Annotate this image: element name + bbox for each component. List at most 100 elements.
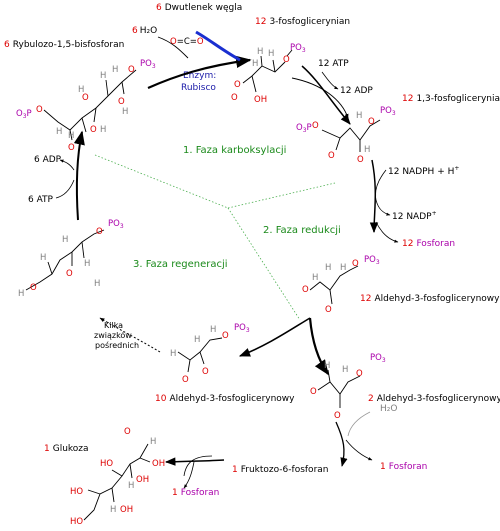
adp-out-curve xyxy=(59,159,75,171)
to-f6p-arrow xyxy=(335,421,348,467)
pga-phosphate: PO3 xyxy=(290,43,306,54)
nadp-out-curve xyxy=(375,199,391,216)
enzyme-label-1: Enzym: xyxy=(183,71,216,81)
co2-in-arrow xyxy=(195,30,241,62)
svg-text:O: O xyxy=(202,367,209,377)
pga-name: 3-fosfoglicerynian xyxy=(269,17,350,27)
svg-text:H: H xyxy=(210,325,216,335)
svg-text:PO3: PO3 xyxy=(380,106,396,117)
svg-text:OH: OH xyxy=(136,475,149,485)
rubp-molecule xyxy=(43,69,137,141)
svg-text:O: O xyxy=(222,331,229,341)
svg-text:H: H xyxy=(62,235,68,245)
regen-atoms: H O H H O H O PO3 H xyxy=(18,219,124,299)
svg-text:O: O xyxy=(234,80,241,90)
svg-text:H: H xyxy=(100,71,106,81)
atp-reaction-arrow xyxy=(301,65,351,125)
svg-text:PO3: PO3 xyxy=(140,59,156,70)
svg-text:H: H xyxy=(312,273,318,283)
svg-text:OH: OH xyxy=(152,459,165,469)
svg-text:O: O xyxy=(334,411,341,421)
pi-out-curve xyxy=(375,221,399,243)
g3p-12-molecule xyxy=(309,265,359,305)
g3p-out-arrow xyxy=(308,317,329,376)
svg-text:O: O xyxy=(118,97,125,107)
pga-to-bpg-arrow xyxy=(291,77,349,119)
regeneration-arrow xyxy=(73,130,85,221)
svg-text:H: H xyxy=(340,263,346,273)
svg-text:H: H xyxy=(128,481,134,491)
glucose-molecule xyxy=(83,443,151,521)
svg-text:OH: OH xyxy=(120,505,133,515)
phase-carboxylation-label: 1. Faza karboksylacji xyxy=(183,145,286,156)
svg-text:H: H xyxy=(18,289,24,299)
nadph-label: 12 NADPH + H+ xyxy=(388,165,459,177)
adp-branch-arrow xyxy=(321,71,339,90)
water-out-curve xyxy=(347,411,371,437)
g3p-2-molecule xyxy=(317,369,361,408)
g3p-regen-arrow xyxy=(238,317,311,357)
pga-atoms: O O OH H H H O PO3 xyxy=(231,43,306,105)
svg-text:H: H xyxy=(356,111,362,121)
svg-text:O: O xyxy=(328,151,335,161)
svg-text:HO: HO xyxy=(100,459,113,469)
water-label: H₂O xyxy=(140,26,157,36)
phase-dividers xyxy=(94,154,336,321)
svg-text:O: O xyxy=(231,93,238,103)
svg-text:O: O xyxy=(68,143,75,153)
svg-text:H: H xyxy=(170,349,176,359)
atp-in-label: 12 ATP xyxy=(318,59,349,69)
svg-text:HO: HO xyxy=(70,517,83,527)
svg-text:H: H xyxy=(194,335,200,345)
glucose-atoms: O H OH HO H OH HO H OH HO xyxy=(70,427,165,527)
svg-text:H: H xyxy=(112,65,118,75)
reduction-arrow xyxy=(369,159,379,234)
phase-regeneration-label: 3. Faza regeneracji xyxy=(133,259,228,270)
svg-text:H: H xyxy=(252,59,258,69)
water-out-label: H₂O xyxy=(380,404,397,414)
g3p-10-molecule xyxy=(177,337,223,373)
svg-text:O3P: O3P xyxy=(296,123,312,134)
carboxylation-arrow xyxy=(147,55,252,90)
svg-text:H: H xyxy=(100,125,106,135)
adp-out-label: 12 ADP xyxy=(340,86,373,96)
svg-text:O: O xyxy=(36,105,43,115)
f6p-pi-curve xyxy=(183,455,213,477)
svg-text:PO3: PO3 xyxy=(108,219,124,230)
svg-text:PO3: PO3 xyxy=(370,353,386,364)
pi-3-arrow xyxy=(183,461,195,489)
svg-text:H: H xyxy=(324,361,330,371)
rubp-name: Rybulozo-1,5-bisfosforan xyxy=(13,40,125,50)
co2-count: 6 xyxy=(156,3,162,13)
water-count: 6 xyxy=(132,26,138,36)
enzyme-label-2: Rubisco xyxy=(181,83,216,93)
svg-text:H: H xyxy=(110,505,116,515)
svg-text:O: O xyxy=(82,93,89,103)
svg-text:O: O xyxy=(128,65,135,75)
pi-2-arrow xyxy=(345,439,373,461)
atp-6-label: 6 ATP xyxy=(28,195,54,205)
svg-text:H: H xyxy=(40,253,46,263)
svg-text:OH: OH xyxy=(254,95,267,105)
svg-text:O: O xyxy=(302,285,309,295)
svg-text:H: H xyxy=(68,131,74,141)
nadp-label: 12 NADP+ xyxy=(392,210,437,222)
bpg-name: 1,3-fosfoglicerynian xyxy=(416,94,500,104)
svg-text:O: O xyxy=(66,269,73,279)
intermediates-3: pośrednich xyxy=(95,340,139,350)
svg-text:O: O xyxy=(182,375,189,385)
svg-text:HO: HO xyxy=(70,487,83,497)
svg-text:H: H xyxy=(342,365,348,375)
nadph-in-curve xyxy=(375,169,387,201)
